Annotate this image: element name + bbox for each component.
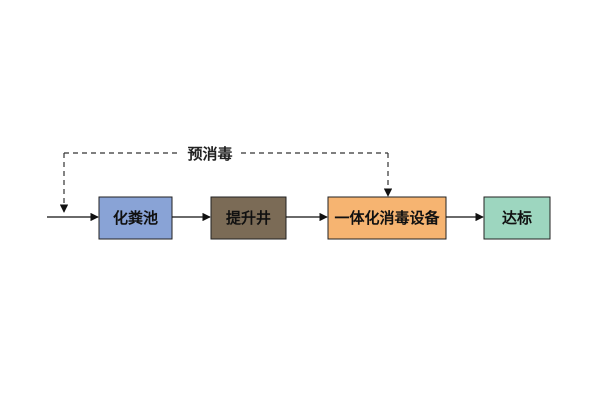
node-lift-well	[210, 196, 287, 240]
node-compliant	[483, 196, 551, 240]
node-septic-tank-label: 化粪池	[113, 209, 158, 227]
node-septic-tank	[98, 196, 173, 240]
node-disinfection-unit-label: 一体化消毒设备	[334, 209, 440, 227]
node-disinfection-unit	[327, 196, 447, 240]
bypass-label: 预消毒	[187, 145, 232, 163]
node-lift-well-label: 提升井	[226, 209, 271, 227]
node-compliant-label: 达标	[502, 209, 532, 227]
